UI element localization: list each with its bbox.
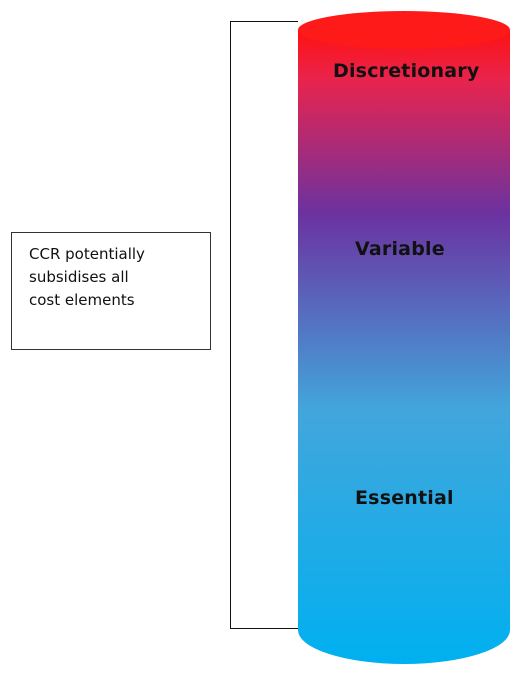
cylinder-body — [298, 30, 510, 664]
layer-label-essential: Essential — [355, 487, 454, 509]
annotation-line-1: CCR potentially — [29, 245, 145, 263]
annotation-line-2: subsidises all — [29, 268, 129, 286]
layer-label-variable: Variable — [355, 238, 445, 260]
annotation-line-3: cost elements — [29, 291, 135, 309]
bracket — [230, 21, 298, 629]
annotation-box: CCR potentially subsidises all cost elem… — [11, 232, 211, 350]
cylinder-top-cap — [298, 11, 510, 49]
layer-label-discretionary: Discretionary — [333, 60, 480, 82]
